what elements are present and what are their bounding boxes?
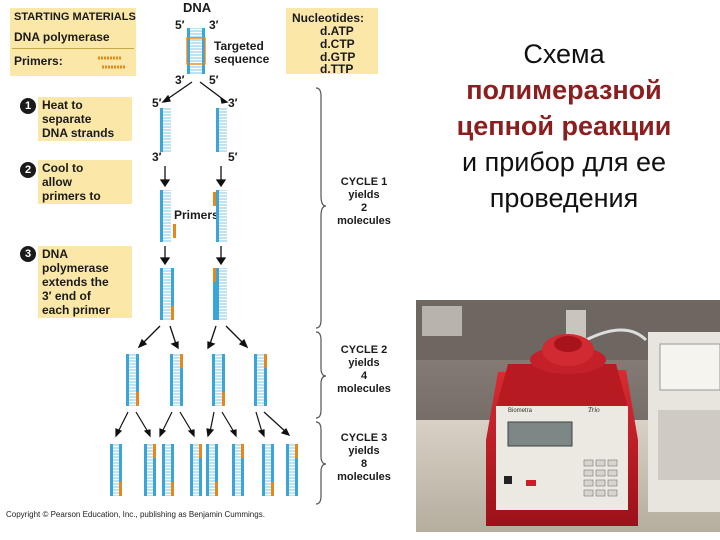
step-1-label: Heat to separate DNA strands (38, 97, 132, 141)
title-line-5: проведения (489, 183, 639, 213)
step-2-label: Cool to allow primers to (38, 160, 132, 204)
extended-strands (160, 268, 227, 320)
dna-three-prime-bottom: 3′ (175, 73, 185, 87)
device-brand-left: Biometra (508, 408, 533, 414)
starting-materials-panel (10, 8, 136, 76)
split-arrows (161, 81, 229, 104)
title-line-2: полимеразной (466, 75, 662, 105)
device-brand-right: Trio (588, 406, 600, 414)
title-line-1: Схема (523, 39, 605, 69)
annealed-strands (160, 190, 227, 242)
cycle-2-arrows (137, 325, 249, 350)
primers-inline-label: Primers (174, 208, 219, 222)
starting-materials-header: STARTING MATERIALS (14, 11, 136, 23)
step-1-number: 1 (20, 98, 36, 114)
nucleotide-dgtp: d.GTP (320, 50, 356, 64)
dna-five-prime-bottom: 5′ (209, 73, 219, 87)
thermocycler-illustration (416, 300, 720, 532)
primer-samples-icon (98, 56, 126, 69)
starting-divider (12, 48, 134, 49)
step-3-label: DNA polymerase extends the 3′ end of eac… (38, 246, 132, 318)
strand-three-prime-left: 3′ (152, 150, 162, 164)
slide-title: Схема полимеразной цепной реакции и приб… (424, 36, 704, 216)
cycle-brackets (315, 87, 327, 505)
nucleotide-dctp: d.CTP (320, 37, 355, 51)
cycle-2-molecules (126, 354, 267, 406)
title-line-4: и прибор для ее (462, 147, 666, 177)
nucleotides-header: Nucleotides: (292, 11, 365, 25)
cycle-3-arrows (115, 411, 291, 438)
dna-polymerase-label: DNA polymerase (14, 30, 110, 44)
step-2-number: 2 (20, 162, 36, 178)
cycle-1-label: CYCLE 1 yields 2 molecules (337, 176, 391, 227)
device-photo: Biometra Trio (416, 300, 720, 532)
nucleotide-dttp: d.TTP (320, 62, 354, 76)
cycle-2-label: CYCLE 2 yields 4 molecules (337, 344, 391, 395)
template-dna (186, 28, 206, 74)
copyright-text: Copyright © Pearson Education, Inc., pub… (6, 510, 265, 519)
pcr-diagram: STARTING MATERIALS DNA polymerase Primer… (6, 0, 391, 519)
strand-five-prime-left: 5′ (152, 96, 162, 110)
primers-label: Primers: (14, 54, 63, 68)
targeted-sequence-label: Targeted sequence (214, 39, 270, 66)
dna-five-prime-top: 5′ (175, 18, 185, 32)
step-arrows (159, 166, 227, 266)
pcr-schematic (110, 28, 327, 505)
strand-three-prime-right: 3′ (228, 96, 238, 110)
dna-label: DNA (183, 0, 212, 15)
nucleotides-panel (286, 8, 378, 74)
nucleotide-datp: d.ATP (320, 24, 354, 38)
strand-five-prime-right: 5′ (228, 150, 238, 164)
cycle-3-molecules (110, 444, 298, 496)
title-line-3: цепной реакции (456, 111, 672, 141)
separated-strands (160, 108, 227, 152)
step-3-number: 3 (20, 246, 36, 262)
dna-three-prime-top: 3′ (209, 18, 219, 32)
cycle-3-label: CYCLE 3 yields 8 molecules (337, 432, 391, 483)
